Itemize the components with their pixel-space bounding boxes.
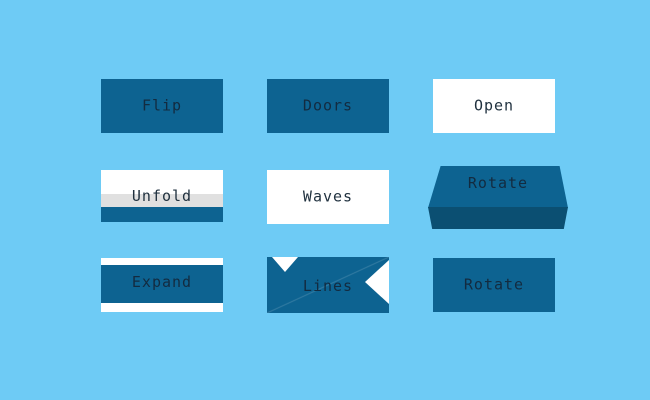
expand-bar-blue — [101, 265, 223, 303]
card-rotate-plain[interactable]: Rotate — [433, 258, 555, 312]
card-flip[interactable]: Flip — [101, 79, 223, 133]
unfold-band-blue — [101, 207, 223, 222]
unfold-band-grey — [101, 194, 223, 207]
card-doors[interactable]: Doors — [267, 79, 389, 133]
rotate-3d-front-face — [428, 207, 568, 229]
card-flip-label: Flip — [141, 96, 183, 115]
card-rotate-3d[interactable]: Rotate — [428, 166, 568, 230]
card-waves[interactable]: Waves — [267, 170, 389, 224]
unfold-band-white — [101, 170, 223, 194]
card-unfold-label: Unfold — [131, 187, 193, 205]
card-lines[interactable]: Lines — [267, 257, 389, 313]
card-open[interactable]: Open — [433, 79, 555, 133]
card-rotate-3d-label: Rotate — [467, 174, 529, 192]
expand-strip-bottom — [101, 303, 223, 312]
card-open-label: Open — [473, 96, 515, 115]
card-lines-label: Lines — [302, 277, 354, 295]
card-unfold[interactable]: Unfold — [101, 170, 223, 228]
card-waves-label: Waves — [302, 187, 354, 206]
rotate-3d-top-face — [428, 166, 568, 208]
card-rotate-plain-label: Rotate — [463, 275, 525, 294]
card-expand[interactable]: Expand — [101, 258, 223, 313]
card-expand-label: Expand — [131, 273, 193, 291]
card-doors-label: Doors — [302, 96, 354, 115]
expand-strip-top — [101, 258, 223, 265]
